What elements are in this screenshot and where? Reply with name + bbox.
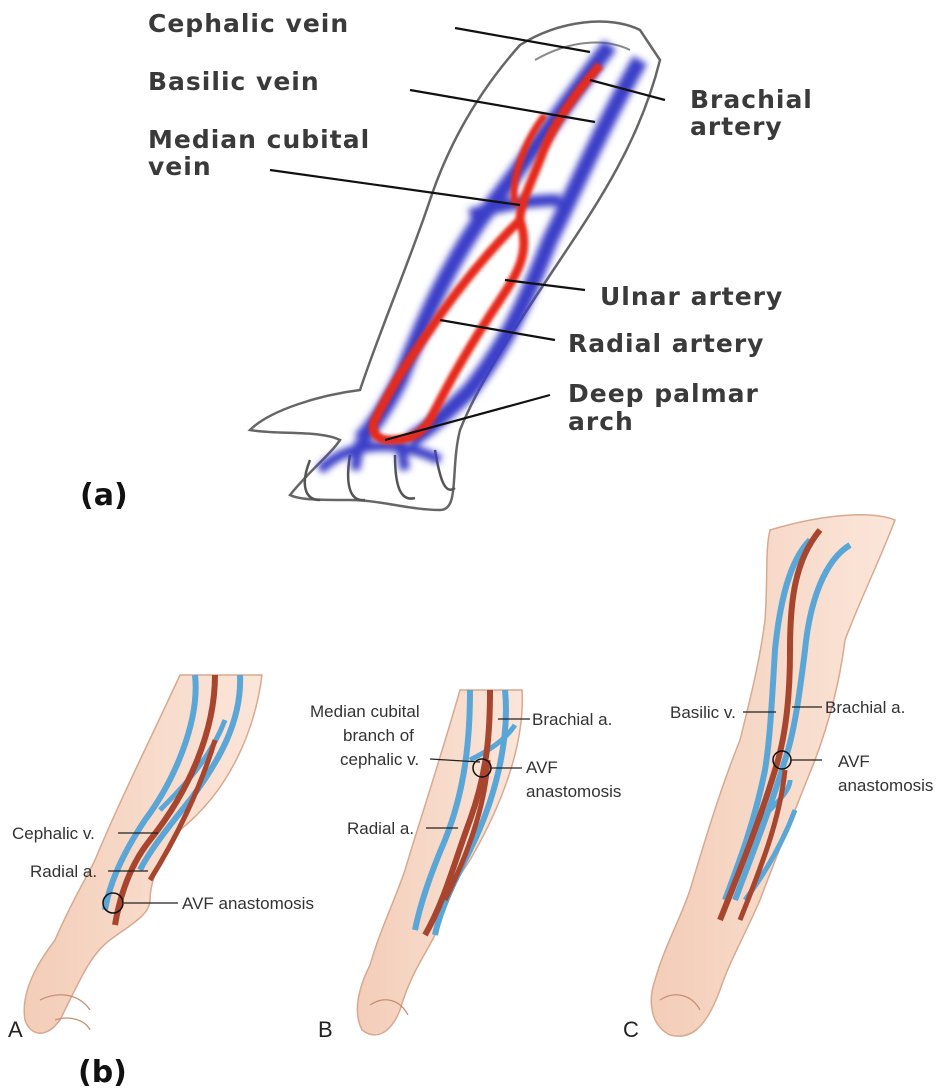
label-palmar-2: arch — [568, 407, 634, 436]
label-B-avf-1: AVF — [526, 758, 558, 777]
label-C-avf-2: anastomosis — [838, 776, 933, 795]
label-brachial-1: Brachial — [690, 85, 813, 114]
label-cephalic-vein: Cephalic vein — [148, 9, 349, 38]
panel-a-illustration: Cephalic vein Basilic vein Median cubita… — [80, 9, 813, 513]
label-C-basilic: Basilic v. — [670, 703, 736, 722]
label-A-radial: Radial a. — [30, 862, 97, 881]
panel-b-A: Cephalic v. Radial a. AVF anastomosis A — [8, 675, 314, 1042]
label-B-avf-2: anastomosis — [526, 782, 621, 801]
leader-cephalic — [455, 28, 590, 52]
label-ulnar-artery: Ulnar artery — [600, 282, 783, 311]
label-C-brachial: Brachial a. — [825, 698, 905, 717]
label-B-median-3: cephalic v. — [340, 750, 419, 769]
label-median-cubital-1: Median cubital — [148, 125, 370, 154]
label-A-avf: AVF anastomosis — [182, 894, 314, 913]
tag-B: B — [318, 1017, 333, 1042]
panel-b-B: Median cubital branch of cephalic v. Bra… — [310, 690, 621, 1042]
label-B-median-2: branch of — [343, 726, 414, 745]
label-B-radial: Radial a. — [347, 819, 414, 838]
label-B-median-1: Median cubital — [310, 702, 420, 721]
panel-b-tag: (b) — [78, 1055, 127, 1090]
panel-b-C: Basilic v. Brachial a. AVF anastomosis C — [623, 515, 933, 1042]
panel-a-tag: (a) — [80, 478, 128, 513]
label-basilic-vein: Basilic vein — [148, 67, 320, 96]
label-palmar-1: Deep palmar — [568, 379, 759, 408]
label-median-cubital-2: vein — [148, 152, 212, 181]
label-B-brachial: Brachial a. — [532, 710, 612, 729]
label-brachial-2: artery — [690, 112, 783, 141]
tag-A: A — [8, 1017, 23, 1042]
leader-median — [270, 170, 520, 205]
label-A-cephalic: Cephalic v. — [12, 824, 95, 843]
label-C-avf-1: AVF — [838, 752, 870, 771]
label-radial-artery: Radial artery — [568, 329, 764, 358]
tag-C: C — [623, 1017, 639, 1042]
